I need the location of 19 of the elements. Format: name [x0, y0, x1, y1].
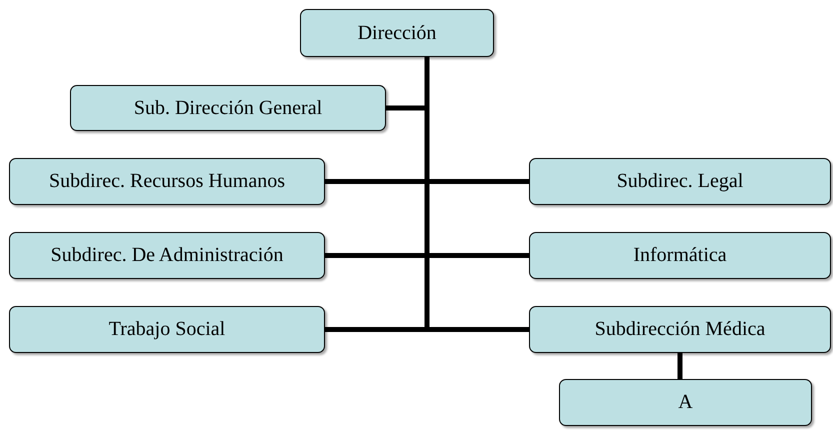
- org-box: [9, 232, 325, 279]
- connector-line: [678, 353, 682, 379]
- org-box: [529, 306, 831, 353]
- org-box: [70, 85, 386, 131]
- org-box: [559, 379, 812, 426]
- org-box: [529, 232, 831, 279]
- org-box: [529, 158, 831, 205]
- box-label: Informática: [633, 244, 727, 267]
- org-box: [9, 158, 325, 205]
- box-label: Subdirec. Recursos Humanos: [48, 170, 286, 193]
- box-label: Sub. Dirección General: [134, 96, 322, 120]
- box-label: A: [678, 391, 693, 414]
- box-label: Dirección: [358, 22, 436, 44]
- box-label: Subdirec. Legal: [616, 170, 744, 193]
- org-box: [300, 9, 494, 57]
- org-box: [9, 306, 325, 353]
- box-label: Subdirec. De Administración: [50, 244, 284, 267]
- box-label: Subdirección Médica: [594, 318, 766, 341]
- box-label: Trabajo Social: [108, 318, 226, 341]
